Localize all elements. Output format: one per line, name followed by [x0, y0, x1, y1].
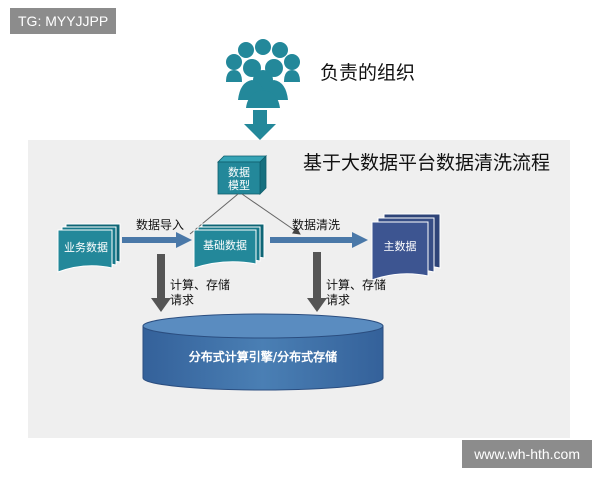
people-group-icon	[226, 39, 300, 108]
watermark-url: www.wh-hth.com	[462, 440, 592, 468]
compute-right-line1: 计算、存储	[326, 278, 387, 292]
flow-title: 基于大数据平台数据清洗流程	[303, 152, 551, 174]
import-label: 数据导入	[136, 218, 185, 232]
data-model-label-2: 模型	[228, 178, 250, 192]
compute-left-label: 计算、存储 请求	[170, 278, 230, 308]
import-arrow	[122, 232, 192, 248]
compute-left-arrow	[151, 254, 171, 312]
watermark-tag: TG: MYYJJPP	[10, 8, 117, 34]
master-data-label: 主数据	[384, 239, 417, 253]
cleaning-arrow	[270, 232, 368, 248]
compute-right-line2: 请求	[326, 293, 351, 307]
base-data-label: 基础数据	[203, 238, 247, 252]
data-model-label-1: 数据	[228, 165, 250, 179]
compute-right-label: 计算、存储 请求	[326, 278, 386, 308]
base-data-node	[193, 223, 265, 269]
org-down-arrow	[244, 110, 276, 140]
storage-label: 分布式计算引擎/分布式存储	[189, 349, 337, 364]
storage-cylinder	[142, 313, 384, 391]
business-data-label: 业务数据	[64, 240, 108, 254]
compute-right-arrow	[307, 252, 327, 312]
model-to-cleaning-line	[241, 193, 301, 235]
compute-left-line1: 计算、存储	[170, 278, 231, 292]
data-model-node	[217, 155, 267, 195]
compute-left-line2: 请求	[170, 293, 195, 307]
org-title: 负责的组织	[320, 62, 416, 84]
business-data-node	[57, 223, 121, 273]
cleaning-label: 数据清洗	[292, 218, 341, 232]
master-data-node	[371, 213, 441, 281]
